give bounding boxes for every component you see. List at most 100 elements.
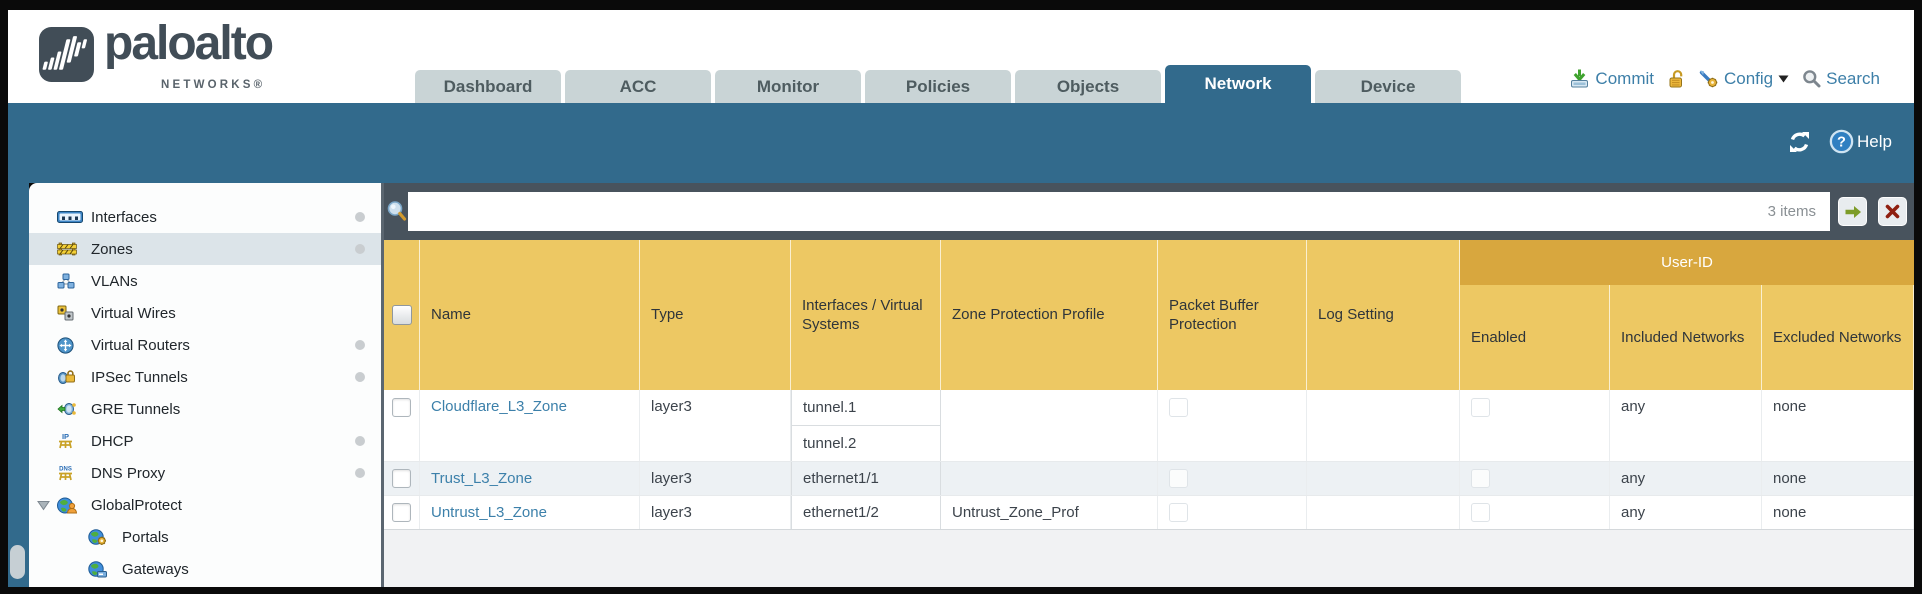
tab-dashboard[interactable]: Dashboard	[415, 70, 561, 103]
header-actions: Commit Config	[1569, 68, 1880, 89]
sidebar-item-dns-proxy[interactable]: DNS DNS Proxy	[29, 457, 381, 489]
dhcp-icon: IP	[57, 432, 85, 450]
config-label: Config	[1723, 68, 1774, 88]
brand-subtitle: NETWORKS®	[161, 79, 266, 91]
tab-label: Device	[1360, 76, 1416, 96]
sidebar-item-label: DHCP	[91, 432, 134, 450]
status-dot	[355, 372, 365, 382]
row-checkbox[interactable]	[392, 503, 411, 522]
column-header-enabled[interactable]: Enabled	[1460, 285, 1610, 390]
column-header-zone-protection[interactable]: Zone Protection Profile	[941, 240, 1158, 390]
column-label: Enabled	[1471, 328, 1527, 346]
refresh-icon[interactable]	[1786, 130, 1813, 154]
sidebar-item-globalprotect[interactable]: GlobalProtect	[29, 489, 381, 521]
packet-buffer-checkbox	[1169, 469, 1188, 488]
column-header-type[interactable]: Type	[640, 240, 791, 390]
row-checkbox[interactable]	[392, 469, 411, 488]
sidebar-item-virtual-wires[interactable]: Virtual Wires	[29, 297, 381, 329]
user-id-group: User-ID Enabled Included Networks Exclud…	[1460, 240, 1914, 390]
gre-tunnels-icon	[57, 401, 85, 417]
sidebar-item-vlans[interactable]: VLANs	[29, 265, 381, 297]
zone-type-cell: layer3	[640, 462, 791, 495]
column-label: Log Setting	[1318, 306, 1394, 324]
tab-monitor[interactable]: Monitor	[715, 70, 861, 103]
zones-icon	[57, 241, 85, 257]
sidebar-item-ipsec-tunnels[interactable]: IPSec Tunnels	[29, 361, 381, 393]
sidebar-item-zones[interactable]: Zones	[29, 233, 381, 265]
column-label: Name	[431, 306, 472, 324]
tab-device[interactable]: Device	[1315, 70, 1461, 103]
column-header-included-networks[interactable]: Included Networks	[1610, 285, 1762, 390]
column-label: Zone Protection Profile	[952, 306, 1105, 324]
zone-protection-cell: Untrust_Zone_Prof	[941, 496, 1158, 529]
scrollbar-thumb[interactable]	[10, 545, 25, 579]
excluded-networks-cell: none	[1762, 496, 1914, 529]
sidebar-item-portals[interactable]: Portals	[29, 521, 381, 553]
tab-acc[interactable]: ACC	[565, 70, 711, 103]
sidebar-item-label: GRE Tunnels	[91, 400, 181, 418]
user-id-enabled-cell	[1460, 390, 1610, 461]
tab-network[interactable]: Network	[1165, 65, 1311, 103]
context-band: ? Help	[8, 103, 1914, 183]
apply-filter-button[interactable]	[1838, 197, 1867, 226]
included-networks-cell: any	[1610, 462, 1762, 495]
zone-name-link[interactable]: Trust_L3_Zone	[431, 470, 533, 487]
zone-name-link[interactable]: Cloudflare_L3_Zone	[431, 398, 567, 415]
column-label: Interfaces / Virtual Systems	[802, 296, 923, 334]
clear-filter-button[interactable]	[1878, 197, 1907, 226]
interface-entry: ethernet1/1	[803, 470, 879, 487]
zone-protection-cell	[941, 462, 1158, 495]
sidebar-item-label: Zones	[91, 240, 133, 258]
search-button[interactable]: Search	[1802, 69, 1880, 89]
tab-policies[interactable]: Policies	[865, 70, 1011, 103]
help-button[interactable]: ? Help	[1829, 129, 1892, 154]
sidebar-item-interfaces[interactable]: Interfaces	[29, 201, 381, 233]
user-id-enabled-cell	[1460, 496, 1610, 529]
sidebar-item-gre-tunnels[interactable]: GRE Tunnels	[29, 393, 381, 425]
column-header-log-setting[interactable]: Log Setting	[1307, 240, 1460, 390]
tab-label: Policies	[905, 76, 971, 96]
packet-buffer-cell	[1158, 462, 1307, 495]
tab-label: ACC	[619, 76, 657, 96]
packet-buffer-cell	[1158, 496, 1307, 529]
expander-triangle-icon[interactable]	[37, 500, 50, 511]
table-header: Name Type Interfaces / Virtual Systems Z…	[384, 240, 1914, 390]
interface-entry: tunnel.2	[803, 435, 857, 452]
column-header-excluded-networks[interactable]: Excluded Networks	[1762, 285, 1914, 390]
interfaces-icon	[57, 209, 85, 225]
zone-name-link[interactable]: Untrust_L3_Zone	[431, 504, 547, 521]
sidebar-item-dhcp[interactable]: IP DHCP	[29, 425, 381, 457]
sidebar-item-label: DNS Proxy	[91, 464, 166, 482]
column-header-packet-buffer[interactable]: Packet Buffer Protection	[1158, 240, 1307, 390]
column-header-name[interactable]: Name	[420, 240, 640, 390]
column-header-interfaces[interactable]: Interfaces / Virtual Systems	[791, 240, 941, 390]
sidebar-item-gateways[interactable]: Gateways	[29, 553, 381, 585]
svg-text:DNS: DNS	[59, 467, 72, 473]
interface-entry: ethernet1/2	[803, 504, 879, 521]
vlans-icon	[57, 273, 85, 289]
zone-interfaces-cell: ethernet1/2	[791, 496, 941, 529]
caret-down-icon	[1778, 75, 1789, 83]
row-checkbox[interactable]	[392, 398, 411, 417]
ipsec-tunnels-icon	[57, 369, 85, 385]
commit-button[interactable]: Commit	[1569, 68, 1654, 89]
sidebar-item-virtual-routers[interactable]: Virtual Routers	[29, 329, 381, 361]
select-all-checkbox[interactable]	[391, 305, 412, 325]
status-dot	[355, 340, 365, 350]
config-menu-button[interactable]: Config	[1698, 69, 1789, 89]
row-select-cell	[384, 496, 420, 529]
enabled-checkbox	[1471, 503, 1490, 522]
filter-input[interactable]	[408, 192, 1830, 231]
column-label: Excluded Networks	[1773, 328, 1902, 346]
help-icon: ?	[1829, 129, 1854, 154]
lock-icon[interactable]	[1667, 69, 1685, 89]
status-dot	[355, 212, 365, 222]
tab-objects[interactable]: Objects	[1015, 70, 1161, 103]
tab-label: Objects	[1056, 76, 1120, 96]
zone-name-cell: Cloudflare_L3_Zone	[420, 390, 640, 461]
commit-label: Commit	[1595, 68, 1654, 88]
